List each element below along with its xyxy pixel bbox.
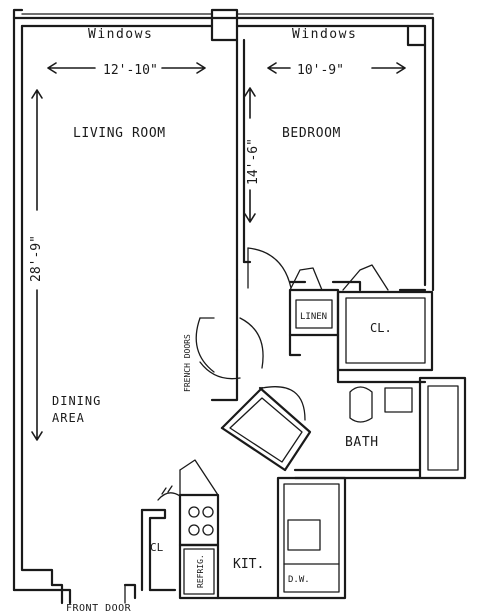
bath-label: BATH bbox=[345, 435, 379, 450]
exterior-walls bbox=[12, 8, 435, 605]
kitchen-closet-label: CL bbox=[150, 541, 164, 554]
kitchen-label: KIT. bbox=[233, 557, 264, 572]
dimension-arrows bbox=[31, 62, 406, 441]
living-width-label: 12'-10" bbox=[103, 63, 158, 78]
windows-left-label: Windows bbox=[88, 27, 153, 42]
french-doors-label: FRENCH DOORS bbox=[183, 334, 192, 392]
dining-label: DINING bbox=[52, 394, 101, 408]
bedroom-walls bbox=[235, 38, 427, 352]
living-height-label: 28'-9" bbox=[29, 235, 44, 282]
dishwasher-label: D.W. bbox=[288, 575, 310, 585]
bedroom-label: BEDROOM bbox=[282, 126, 341, 141]
linen-label: LINEN bbox=[300, 312, 327, 322]
refrig-label: REFRIG. bbox=[196, 554, 205, 588]
living-room-label: LIVING ROOM bbox=[73, 126, 166, 141]
front-door-label: FRONT DOOR bbox=[66, 603, 132, 614]
windows-right-label: Windows bbox=[292, 27, 357, 42]
bedroom-width-label: 10'-9" bbox=[297, 63, 344, 78]
bedroom-height-label: 14'-6" bbox=[246, 138, 261, 185]
french-doors bbox=[195, 317, 264, 402]
kitchen-walls bbox=[140, 459, 347, 600]
area-label: AREA bbox=[52, 411, 85, 425]
bedroom-closet-label: CL. bbox=[370, 321, 392, 335]
bath-walls bbox=[220, 333, 467, 480]
